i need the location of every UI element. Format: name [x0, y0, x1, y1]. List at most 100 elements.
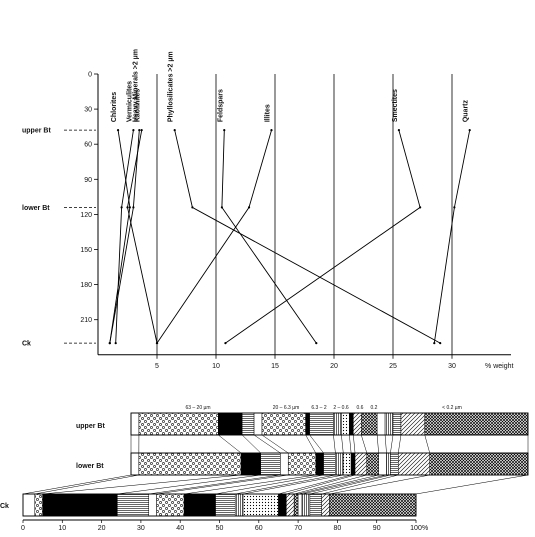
series-label: Chlorites [111, 92, 118, 122]
bar-segment [34, 493, 43, 517]
bar-outline [130, 452, 529, 476]
connector-line [415, 474, 529, 495]
series-line [115, 130, 134, 344]
connector-line [301, 474, 387, 495]
connector-line [398, 434, 402, 454]
bar-segment [323, 452, 336, 476]
y-tick-label: 60 [84, 142, 92, 149]
connector-line [329, 474, 430, 495]
bar-x-tick-label: 50 [216, 525, 224, 532]
bar-segment [354, 452, 368, 476]
bar-segment [321, 493, 330, 517]
data-point [173, 129, 176, 132]
x-tick-label: 30 [448, 363, 456, 370]
x-axis-label: % weight [485, 363, 513, 370]
data-point [120, 206, 123, 209]
data-point [116, 129, 120, 132]
series-label: Kaolinites [135, 89, 142, 123]
bar-segment [240, 452, 261, 476]
connector-line [117, 474, 261, 495]
data-point [223, 129, 226, 132]
series-line [225, 130, 421, 344]
horizon-label: lower Bt [22, 205, 50, 212]
bar-x-tick-label: 0 [21, 525, 25, 532]
data-point [419, 206, 422, 209]
series-line [221, 130, 317, 344]
data-point [468, 129, 471, 132]
connector-line [298, 474, 379, 495]
bar-segment [253, 412, 263, 436]
series-label: Vermiculites [126, 81, 133, 122]
bar-x-tick-label: 30 [137, 525, 145, 532]
connector-line [390, 434, 394, 454]
series-label: Smectites [392, 89, 399, 122]
data-point [433, 342, 436, 345]
connector-line [309, 474, 391, 495]
bar-segment [309, 493, 322, 517]
bar-x-tick-label: 100 [410, 525, 422, 532]
y-tick-label: 180 [80, 282, 92, 289]
connector-line [22, 474, 132, 495]
series-label: Quartz [463, 99, 470, 122]
bar-segment [301, 493, 311, 517]
series-line [174, 130, 441, 344]
connector-line [243, 474, 344, 495]
bar-segment [350, 452, 356, 476]
series-label: Heavy Minerals >2 µm [132, 49, 139, 122]
connector-line [361, 434, 368, 454]
data-point [140, 129, 143, 132]
connector-line [384, 434, 387, 454]
bar-x-tick-label: 10 [58, 525, 66, 532]
bar-segment [117, 493, 150, 517]
bar-segment [376, 412, 386, 436]
series-line [127, 130, 158, 344]
y-tick-label: 120 [80, 212, 92, 219]
connector-line [241, 434, 261, 454]
connector-line [424, 434, 430, 454]
bar-outline [22, 493, 417, 517]
data-point [132, 206, 135, 209]
bar-segment [424, 412, 529, 436]
bar-segment [349, 412, 354, 436]
size-class-label: 0.6 [357, 405, 364, 411]
connector-line [286, 474, 356, 495]
x-tick-label: 5 [155, 363, 159, 370]
bar-segment [215, 493, 236, 517]
bar-segment [287, 452, 316, 476]
bar-segment [280, 452, 289, 476]
connector-line [341, 434, 344, 454]
bar-segment [386, 452, 391, 476]
data-point [220, 206, 223, 209]
connector-line [184, 474, 316, 495]
bar-segment [305, 412, 310, 436]
bar-segment [390, 452, 399, 476]
series-line [109, 130, 131, 344]
bar-segment [333, 412, 342, 436]
series-line [156, 130, 272, 344]
connector-line [278, 474, 352, 495]
bar-category-label: upper Bt [76, 423, 105, 430]
bar-segment [315, 452, 324, 476]
connector-line [156, 474, 289, 495]
data-point [114, 342, 117, 345]
connector-line [305, 434, 316, 454]
bar-segment [241, 412, 255, 436]
bar-x-axis-label: % [422, 525, 428, 532]
bar-category-label: Ck [0, 503, 9, 510]
size-class-label: 2 – 0.6 [333, 405, 349, 411]
bar-x-tick-label: 40 [176, 525, 184, 532]
bar-segment [242, 493, 279, 517]
data-point [315, 342, 318, 345]
bar-segment [378, 452, 387, 476]
bar-segment [278, 493, 287, 517]
bar-segment [234, 493, 244, 517]
x-tick-label: 15 [271, 363, 279, 370]
size-class-label: 20 – 6.3 µm [273, 405, 300, 411]
bar-segment [156, 493, 185, 517]
data-point [138, 129, 141, 132]
connector-line [376, 434, 379, 454]
series-label: Phyllosilicates >2 µm [168, 51, 175, 122]
